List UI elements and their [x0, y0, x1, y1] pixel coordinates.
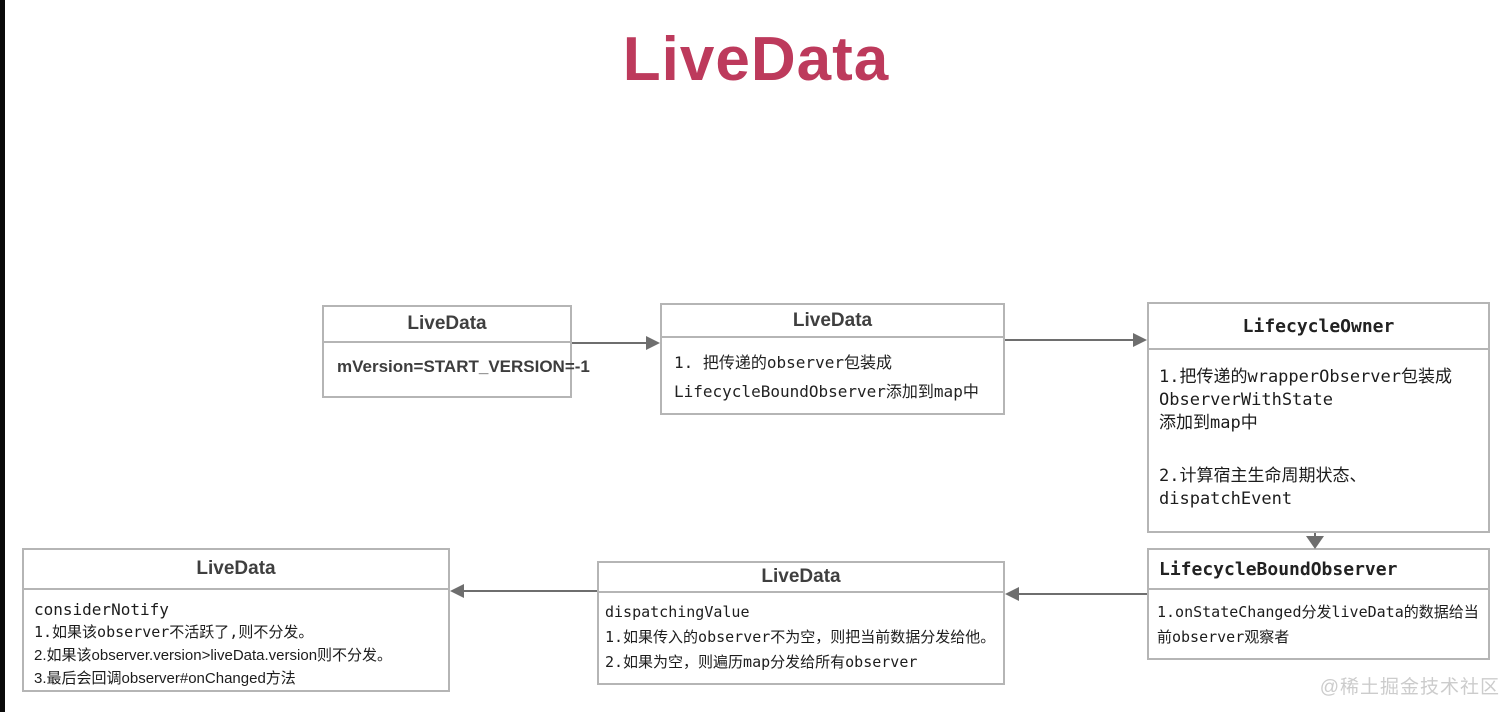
- node-line: 2.如果为空，则遍历map分发给所有observer: [605, 653, 918, 671]
- node-header: LiveData: [599, 563, 1003, 593]
- node-line: 3.最后会回调observer#onChanged方法: [34, 670, 296, 687]
- node-line: considerNotify: [34, 600, 169, 619]
- node-line: dispatchEvent: [1159, 489, 1293, 509]
- node-header: LiveData: [324, 307, 570, 343]
- node-header: LiveData: [24, 550, 448, 590]
- node-body: 1.onStateChanged分发liveData的数据给当前observer…: [1149, 590, 1488, 660]
- node-livedata-consider-notify: LiveData considerNotify 1.如果该observer不活跃…: [22, 548, 450, 692]
- left-edge-strip: [0, 0, 5, 712]
- node-body: dispatchingValue 1.如果传入的observer不为空，则把当前…: [599, 593, 1003, 682]
- node-body: mVersion=START_VERSION=-1: [324, 343, 590, 380]
- node-line: dispatchingValue: [605, 603, 750, 621]
- node-body: 1.把传递的wrapperObserver包装成 ObserverWithSta…: [1149, 350, 1488, 527]
- node-livedata-init: LiveData mVersion=START_VERSION=-1: [322, 305, 590, 398]
- node-livedata-observe: LiveData 1. 把传递的observer包装成 LifecycleBou…: [660, 303, 1005, 415]
- node-line: LifecycleBoundObserver添加到map中: [674, 382, 979, 401]
- node-lifecycle-owner: LifecycleOwner 1.把传递的wrapperObserver包装成 …: [1147, 302, 1490, 533]
- node-line: 2.计算宿主生命周期状态、: [1159, 466, 1367, 486]
- node-line: 添加到map中: [1159, 413, 1258, 433]
- node-body: considerNotify 1.如果该observer不活跃了,则不分发。 2…: [24, 590, 448, 698]
- page-title: LiveData: [622, 25, 890, 94]
- node-lifecycle-bound-observer: LifecycleBoundObserver 1.onStateChanged分…: [1147, 548, 1490, 660]
- node-header: LifecycleOwner: [1149, 304, 1488, 350]
- node-line: mVersion=START_VERSION=-1: [337, 357, 590, 376]
- node-line: 1.如果该observer不活跃了,则不分发。: [34, 623, 314, 641]
- node-line: 1. 把传递的observer包装成: [674, 353, 892, 372]
- node-line: ObserverWithState: [1159, 390, 1333, 410]
- watermark: @稀土掘金技术社区: [1319, 677, 1500, 698]
- node-line: 1.如果传入的observer不为空，则把当前数据分发给他。: [605, 628, 996, 646]
- node-livedata-dispatching-value: LiveData dispatchingValue 1.如果传入的observe…: [597, 561, 1005, 685]
- node-header: LiveData: [662, 305, 1003, 338]
- node-body: 1. 把传递的observer包装成 LifecycleBoundObserve…: [662, 338, 1003, 416]
- node-line: 2.如果该observer.version>liveData.version则不…: [34, 647, 393, 664]
- node-line: 1.onStateChanged分发liveData的数据给当前observer…: [1157, 603, 1479, 646]
- node-line-spacer: [1159, 435, 1478, 465]
- node-line: 1.把传递的wrapperObserver包装成: [1159, 367, 1452, 387]
- node-header: LifecycleBoundObserver: [1149, 550, 1488, 590]
